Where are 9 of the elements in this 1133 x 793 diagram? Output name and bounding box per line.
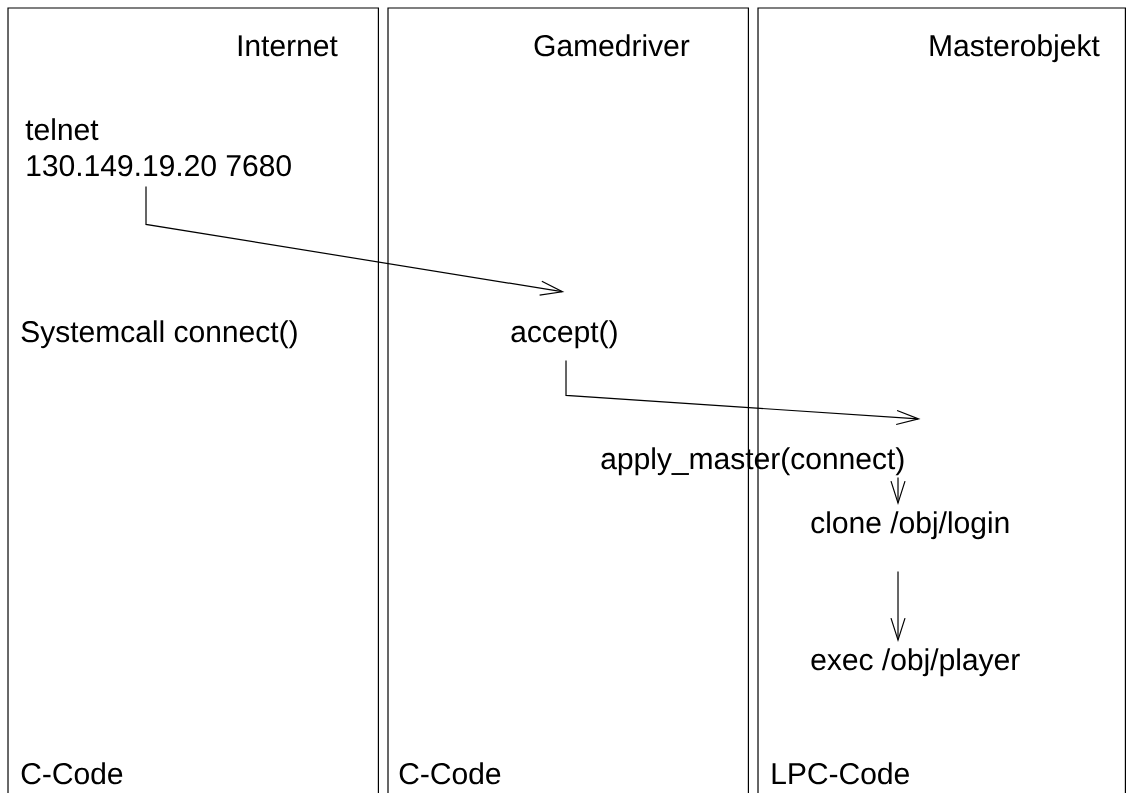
step-text: exec /obj/player	[811, 648, 1020, 677]
note-text: Systemcall connect()	[21, 320, 297, 349]
arrow	[565, 359, 921, 426]
arrow	[890, 570, 906, 643]
arrow	[890, 476, 906, 506]
step-text: clone /obj/login	[811, 511, 1009, 540]
command-text: telnet 130.149.19.20 7680	[25, 118, 291, 177]
step-text: accept()	[511, 320, 617, 349]
arrow	[145, 185, 565, 296]
